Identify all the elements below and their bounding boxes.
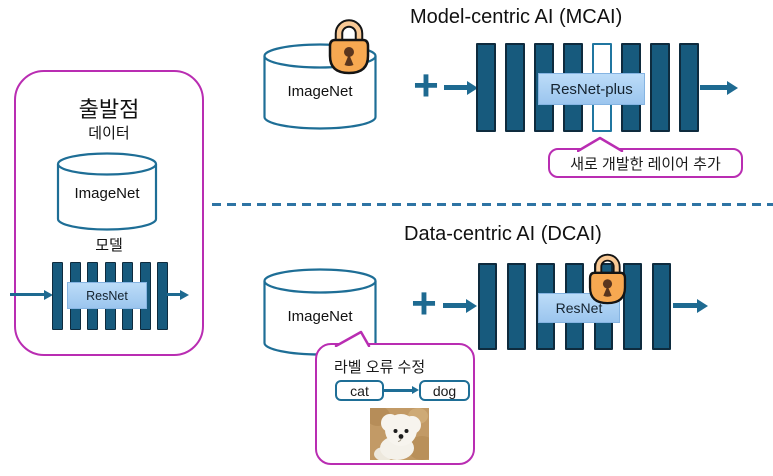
puppy-photo (366, 406, 436, 465)
model-section-label: 모델 (95, 237, 123, 254)
label-fix-bubble: 라벨 오류 수정 cat dog (315, 343, 475, 465)
database-cylinder-icon (263, 268, 377, 356)
callout-tail (576, 136, 627, 157)
starting-point-title: 출발점 (78, 97, 140, 122)
layer-bar (52, 262, 63, 330)
plus-sign: + (413, 61, 439, 110)
wrong-label-text: cat (350, 382, 369, 399)
arrow-right-icon (10, 293, 44, 296)
bubble-tail (334, 330, 372, 352)
resnet-plus-label: ResNet-plus (538, 73, 645, 105)
data-section-label: 데이터 (88, 125, 130, 142)
resnet-label: ResNet (538, 293, 620, 323)
new-layer-callout-text: 새로 개발한 레이어 추가 (570, 155, 721, 173)
layer-bar (507, 263, 526, 350)
wrong-label-box: cat (335, 380, 384, 401)
arrow-right-icon (444, 85, 467, 90)
imagenet-cylinder-dcai: ImageNet (262, 268, 378, 358)
layer-bar (505, 43, 525, 132)
new-layer-callout: 새로 개발한 레이어 추가 (548, 148, 743, 178)
correct-label-box: dog (419, 380, 470, 401)
resnet-label: ResNet (67, 282, 147, 309)
lock-icon (588, 248, 627, 310)
mcai-title: Model-centric AI (MCAI) (410, 6, 623, 28)
dcai-title: Data-centric AI (DCAI) (404, 223, 602, 245)
dataset-name: ImageNet (74, 185, 140, 202)
arrow-right-icon (167, 293, 180, 296)
arrow-right-icon (700, 85, 727, 90)
label-fix-title: 라벨 오류 수정 (334, 359, 426, 376)
arrow-right-icon (673, 303, 697, 308)
dataset-name: ImageNet (287, 83, 353, 100)
dataset-name: ImageNet (287, 308, 353, 325)
layer-bar (623, 263, 642, 350)
dashed-divider (212, 203, 773, 206)
layer-bar (478, 263, 497, 350)
correct-label-text: dog (432, 382, 457, 399)
layer-bar (476, 43, 496, 132)
network-dcai (478, 263, 671, 350)
database-cylinder-icon (56, 152, 158, 231)
plus-sign: + (411, 279, 437, 328)
imagenet-cylinder-start: ImageNet (56, 152, 158, 233)
layer-bar (679, 43, 699, 132)
lock-icon (328, 13, 370, 80)
layer-bar (652, 263, 671, 350)
layer-bar (650, 43, 670, 132)
arrow-right-icon (384, 389, 412, 392)
arrow-right-icon (443, 303, 466, 308)
layer-bar (157, 262, 168, 330)
